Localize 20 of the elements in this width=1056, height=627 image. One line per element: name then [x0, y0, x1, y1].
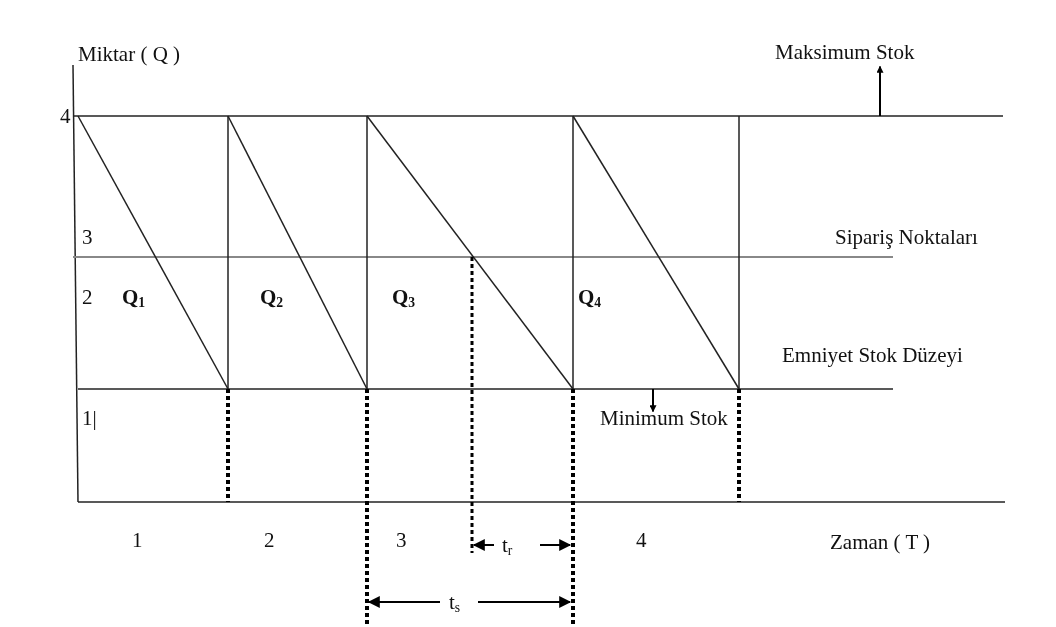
period-label: 4 [636, 529, 647, 551]
order-quantity: Q$_{3}$ [392, 286, 416, 308]
period-label: 1 [132, 529, 143, 551]
order-quantity: Q$_{2}$ [260, 286, 284, 308]
tick-label: 4 [60, 105, 71, 127]
line-label: Maksimum Stok [775, 41, 915, 63]
line-label: Sipariş Noktaları [835, 226, 978, 248]
period-label: 2 [264, 529, 275, 551]
arrow [876, 65, 884, 117]
tick-label: 2 [82, 286, 93, 308]
arrow [649, 388, 657, 413]
order-quantity: Q$_{1}$ [122, 286, 146, 308]
order-quantity: Q$_{4}$ [578, 286, 602, 308]
tick-label: 3 [82, 226, 93, 248]
line-label: Minimum Stok [600, 407, 728, 429]
line-label: Emniyet Stok Düzeyi [782, 344, 963, 366]
axis-title: Zaman ( T ) [830, 531, 931, 553]
tick-label: 1| [82, 407, 97, 429]
axis-title: Miktar ( Q ) [78, 43, 181, 65]
period-label: 3 [396, 529, 407, 551]
